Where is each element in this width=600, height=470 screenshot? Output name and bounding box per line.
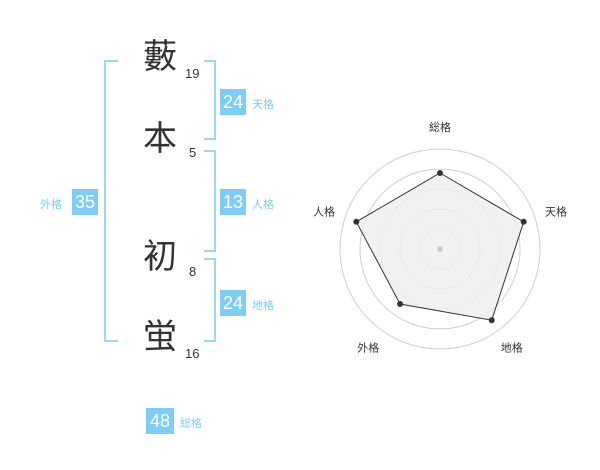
name-char-2: 本 [143, 119, 177, 159]
stroke-count-3: 8 [189, 264, 197, 279]
gaikaku-bracket [104, 60, 118, 342]
stroke-count-2: 5 [189, 145, 197, 160]
radar-point-2 [520, 218, 527, 225]
soukaku-value: 48 [146, 408, 174, 434]
radar-points [353, 170, 527, 324]
jinkaku-label: 人格 [252, 198, 274, 211]
soukaku-label: 総格 [180, 417, 202, 430]
tenkaku-bracket [204, 60, 216, 140]
name-char-4: 蛍 [143, 317, 177, 357]
jinkaku-value: 13 [220, 189, 246, 215]
radar-point-4 [397, 301, 404, 308]
gaikaku-label: 外格 [40, 198, 62, 211]
tenkaku-label: 天格 [252, 98, 274, 111]
radar-axis-label-1: 総格 [429, 120, 451, 134]
radar-center-dot [437, 246, 443, 252]
radar-axis-label-3: 地格 [501, 341, 523, 355]
jinkaku-bracket [204, 150, 216, 252]
chikaku-label: 地格 [252, 299, 274, 312]
chikaku-bracket [204, 258, 216, 342]
gaikaku-value: 35 [72, 189, 98, 215]
radar-point-3 [488, 317, 495, 324]
radar-ring [359, 168, 521, 330]
radar-axis-label-2: 天格 [545, 204, 567, 218]
chikaku-value: 24 [220, 290, 246, 316]
stroke-count-1: 19 [185, 66, 200, 81]
radar-axis-label-5: 人格 [313, 204, 335, 218]
name-char-3: 初 [143, 237, 177, 277]
radar-axis-label-4: 外格 [357, 341, 379, 355]
radar-point-1 [437, 170, 443, 176]
tenkaku-value: 24 [220, 89, 246, 115]
radar-ring [339, 148, 541, 350]
name-char-1: 藪 [143, 37, 177, 77]
radar-point-5 [353, 218, 360, 225]
stroke-count-4: 16 [185, 346, 200, 361]
